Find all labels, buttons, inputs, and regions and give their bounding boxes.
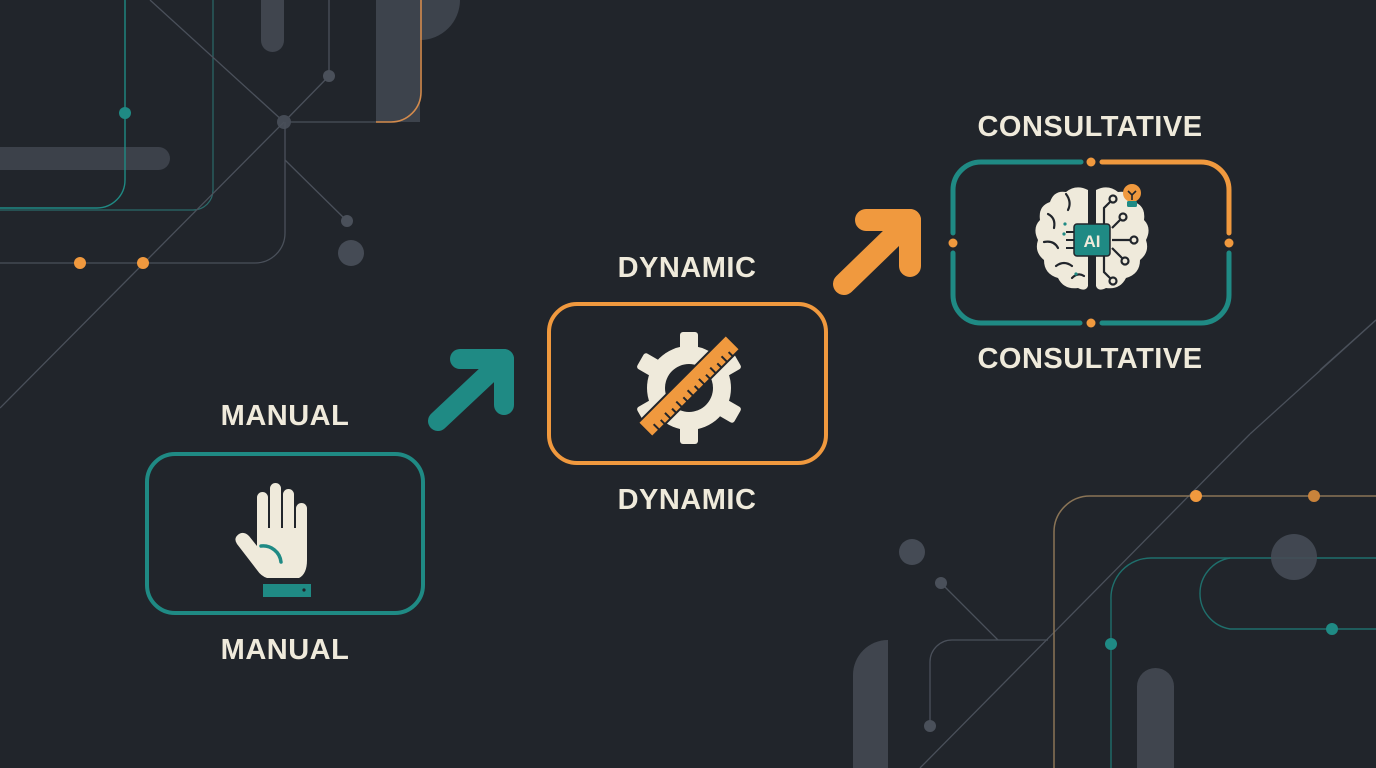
- stage-dynamic-label-bottom: DYNAMIC: [617, 484, 757, 516]
- stage-consultative-box: [948, 157, 1234, 328]
- stage-manual-box: [145, 452, 425, 615]
- stage-dynamic-label-top: DYNAMIC: [617, 252, 757, 284]
- stage-manual-label-bottom: MANUAL: [220, 634, 350, 666]
- gear-ruler-icon: [636, 332, 742, 444]
- ai-brain-icon: AI: [1035, 184, 1149, 290]
- stage-consultative-label-bottom: CONSULTATIVE: [977, 343, 1203, 375]
- ai-chip-label: AI: [1084, 232, 1101, 251]
- stage-consultative-label-top: CONSULTATIVE: [977, 111, 1203, 143]
- hand-icon: [235, 483, 311, 597]
- stage-dynamic-box: [547, 302, 828, 465]
- arrow-up-right-icon: [833, 209, 921, 295]
- arrow-up-right-icon: [428, 349, 514, 431]
- stage-manual-label-top: MANUAL: [220, 400, 350, 432]
